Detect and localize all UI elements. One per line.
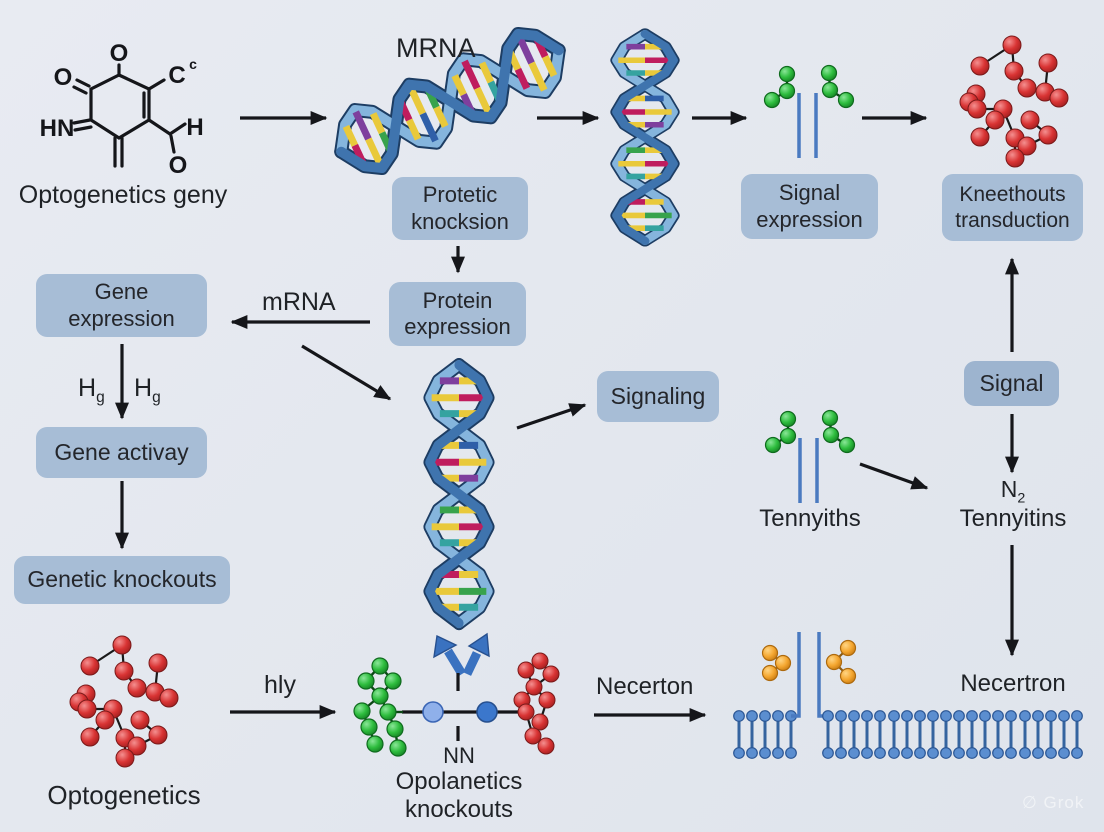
node-signal-expression: Signal expression xyxy=(741,174,878,239)
atom-o-top: O xyxy=(110,40,129,67)
mrna-top-label: MRNA xyxy=(396,33,476,63)
atom-c-superscript: c xyxy=(189,56,197,72)
atom-o-left: O xyxy=(54,64,73,91)
flow-arrows xyxy=(115,111,1019,722)
node-label: Signal xyxy=(778,180,841,206)
node-label: Gene xyxy=(94,279,149,305)
atom-o-bottom: O xyxy=(169,152,188,179)
node-label: Signaling xyxy=(610,382,706,409)
blue-split-arrows-icon xyxy=(433,632,490,677)
ligand-construct xyxy=(353,632,560,757)
red-chain-icon xyxy=(513,652,560,755)
node-label: knocksion xyxy=(411,208,509,234)
hg-right-label: Hg xyxy=(134,374,161,407)
green-receptor-mid-icon xyxy=(763,408,857,505)
node-label: Protein xyxy=(422,287,493,313)
n2-label: N2 xyxy=(983,476,1043,507)
node-label: Genetic knockouts xyxy=(27,566,217,593)
hly-label: hly xyxy=(264,671,296,699)
node-label: Signal xyxy=(979,369,1044,396)
arrow-tennyiths-to-n2 xyxy=(859,462,929,490)
linker-bead-light-icon xyxy=(422,701,444,723)
membrane-icon xyxy=(732,632,1084,760)
node-kneethouts-transduction: Kneethouts transduction xyxy=(942,174,1083,241)
node-label: transduction xyxy=(955,208,1070,232)
red-protein-cluster-bottom-icon xyxy=(68,634,180,769)
node-label: expression xyxy=(756,206,863,232)
hg-left-label: Hg xyxy=(78,374,105,407)
necertron-label: Necertron xyxy=(960,670,1066,697)
nn-label: NN xyxy=(443,743,475,768)
channel-line-right xyxy=(817,632,827,718)
necerton-label: Necerton xyxy=(596,673,694,700)
atom-hn: HN xyxy=(40,115,75,142)
node-label: expression xyxy=(404,314,511,339)
hg-sub: g xyxy=(96,389,105,406)
node-protein-expression: Protein expression xyxy=(389,282,526,346)
node-signal: Signal xyxy=(964,361,1059,406)
tennyiths-label: Tennyiths xyxy=(759,505,861,532)
orange-ligand-left-icon xyxy=(761,644,792,682)
dna-helix-top-icon xyxy=(617,34,674,241)
red-protein-cluster-top-icon xyxy=(958,34,1070,169)
node-label: Kneethouts xyxy=(959,183,1066,207)
hg-base: H xyxy=(78,374,97,402)
arrow-helix-to-signaling xyxy=(516,403,587,430)
mrna-mid-label: mRNA xyxy=(262,288,336,316)
grok-logo-icon: ∅ xyxy=(1022,793,1038,812)
node-label: Gene activay xyxy=(54,438,189,465)
tennyitins-label: Tennyitins xyxy=(959,505,1067,532)
node-protetic-knocksion: Protetic knocksion xyxy=(392,177,528,240)
opolanetics-line1: Opolanetics xyxy=(395,768,523,795)
arrow-mrna-to-center-helix xyxy=(301,344,392,401)
atom-h: H xyxy=(186,114,203,141)
node-gene-activay: Gene activay xyxy=(36,427,207,478)
orange-ligand-right-icon xyxy=(825,639,857,685)
atom-c: C xyxy=(168,62,185,89)
opolanetics-line2: knockouts xyxy=(404,795,514,823)
hg-base: H xyxy=(134,374,153,402)
node-label: Protetic xyxy=(422,182,498,208)
chemical-structure-icon: O O HN C c H O xyxy=(40,40,204,179)
n2-sub: 2 xyxy=(1017,490,1026,507)
chem-structure-label: Optogenetics geny xyxy=(18,181,228,209)
node-signaling: Signaling xyxy=(597,371,719,422)
channel-line-left xyxy=(791,632,801,718)
optogenetics-bottom-label: Optogenetics xyxy=(47,780,201,810)
n2-base: N xyxy=(1000,476,1018,502)
node-label: expression xyxy=(68,305,175,331)
dna-helix-center-icon xyxy=(430,365,488,623)
node-genetic-knockouts: Genetic knockouts xyxy=(14,556,230,604)
green-receptor-top-icon xyxy=(762,63,856,160)
opolanetics-label: Opolanetics knockouts xyxy=(378,768,540,823)
hg-sub: g xyxy=(152,389,161,406)
node-gene-expression: Gene expression xyxy=(36,274,207,337)
linker-bead-dark-icon xyxy=(476,701,498,723)
grok-watermark: ∅ Grok xyxy=(1022,793,1084,813)
grok-watermark-text: Grok xyxy=(1043,793,1085,812)
green-chain-icon xyxy=(353,657,407,757)
